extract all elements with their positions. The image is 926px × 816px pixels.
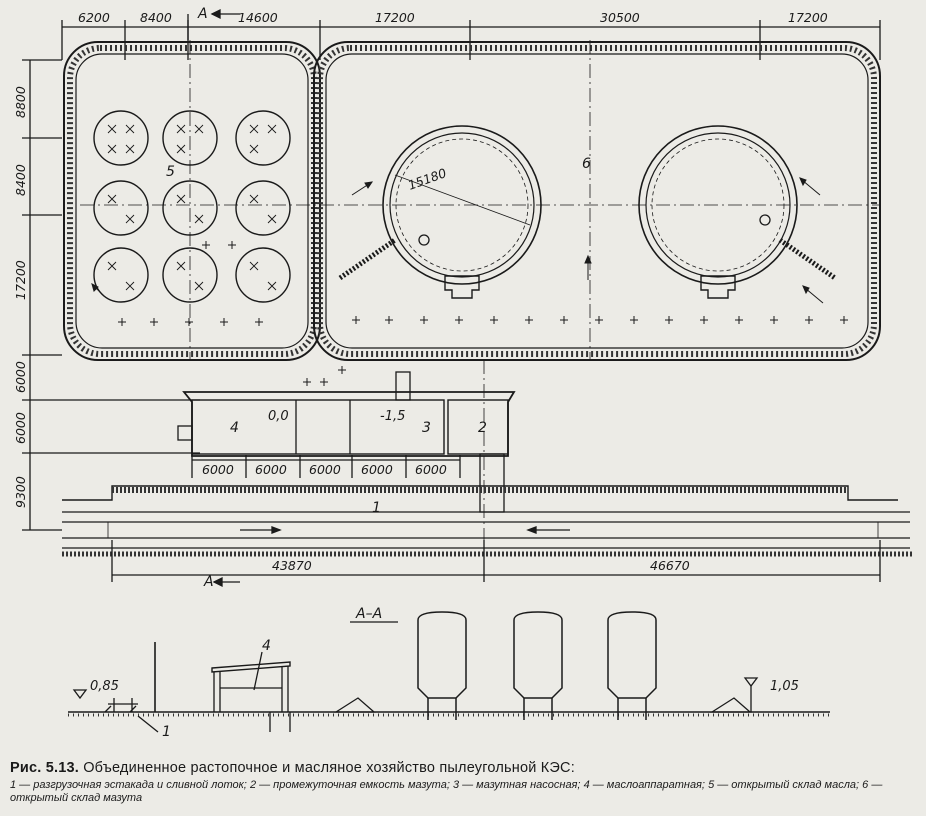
oil-tanks bbox=[93, 110, 291, 303]
elevation-right: 1,05 bbox=[770, 679, 799, 694]
legend-item-3: 3 — мазутная насосная; bbox=[452, 779, 581, 791]
mazut-store-enclosure bbox=[313, 41, 881, 361]
building-dim-2: 6000 bbox=[255, 462, 287, 477]
label-mazut-store: 6 bbox=[582, 156, 591, 172]
building-elevation-2: -1,5 bbox=[380, 409, 405, 424]
section-left-equipment bbox=[104, 642, 156, 713]
mazut-tank-left bbox=[338, 125, 542, 299]
section-label-trestle: 1 bbox=[162, 724, 171, 740]
elevation-left: 0,85 bbox=[90, 679, 119, 694]
unloading-trestle bbox=[62, 485, 912, 557]
caption-legend: 1 — разгрузочная эстакада и сливной лото… bbox=[10, 779, 922, 805]
left-dim-2: 8400 bbox=[13, 164, 28, 196]
bottom-dimension-chain bbox=[111, 540, 881, 582]
building-dimension-chain bbox=[191, 455, 461, 478]
legend-item-2: 2 — промежуточная емкость мазута; bbox=[249, 779, 450, 791]
section-bund-right bbox=[709, 697, 752, 713]
cross-markers bbox=[118, 241, 848, 386]
left-dim-3: 17200 bbox=[13, 260, 28, 300]
caption-title: Объединенное растопочное и масляное хозя… bbox=[83, 760, 575, 776]
top-dim-4: 17200 bbox=[375, 10, 415, 25]
top-dim-3: 14600 bbox=[238, 10, 278, 25]
section-tanks bbox=[417, 611, 657, 720]
bottom-dim-2: 46670 bbox=[650, 558, 690, 573]
legend-item-6: 6 — открытый склад мазута bbox=[10, 779, 883, 804]
figure-caption: Рис. 5.13. Объединенное растопочное и ма… bbox=[10, 760, 922, 805]
building-dim-3: 6000 bbox=[309, 462, 341, 477]
caption-title-row: Рис. 5.13. Объединенное растопочное и ма… bbox=[10, 760, 922, 776]
left-dim-1: 8800 bbox=[13, 86, 28, 118]
section-title: А–А bbox=[355, 606, 382, 622]
top-dim-2: 8400 bbox=[140, 10, 172, 25]
bottom-dim-1: 43870 bbox=[272, 558, 312, 573]
label-intermediate-tank: 2 bbox=[478, 420, 487, 436]
label-oil-apparatus: 4 bbox=[230, 420, 239, 436]
section-bund-left bbox=[333, 697, 376, 713]
building-dim-4: 6000 bbox=[361, 462, 393, 477]
top-dim-1: 6200 bbox=[78, 10, 110, 25]
building-dim-1: 6000 bbox=[202, 462, 234, 477]
building-elevation-1: 0,0 bbox=[268, 409, 289, 424]
tank-radius-label: 15180 bbox=[406, 165, 449, 193]
section-mark-bottom: A bbox=[203, 574, 214, 590]
flow-arrows bbox=[91, 177, 824, 304]
building-dim-5: 6000 bbox=[415, 462, 447, 477]
mazut-tank-right bbox=[638, 125, 837, 299]
section-mark-top: A bbox=[197, 6, 208, 22]
left-dim-6: 9300 bbox=[13, 476, 28, 508]
section-label-building: 4 bbox=[262, 638, 271, 654]
label-fuel-pump: 3 bbox=[422, 420, 431, 436]
top-dimension-chain bbox=[61, 20, 881, 60]
legend-item-4: 4 — маслоаппаратная; bbox=[583, 779, 705, 791]
oil-store-enclosure bbox=[63, 41, 321, 361]
left-dim-5: 6000 bbox=[13, 412, 28, 444]
caption-figure-number: Рис. 5.13. bbox=[10, 760, 79, 776]
top-dim-6: 17200 bbox=[788, 10, 828, 25]
top-dim-5: 30500 bbox=[600, 10, 640, 25]
label-trestle: 1 bbox=[372, 500, 381, 516]
section-building bbox=[211, 661, 291, 732]
label-oil-store: 5 bbox=[166, 164, 175, 180]
left-dim-4: 6000 bbox=[13, 361, 28, 393]
section-ground bbox=[68, 711, 830, 717]
legend-item-5: 5 — открытый склад масла; bbox=[708, 779, 860, 791]
left-dimension-chain bbox=[22, 59, 200, 531]
axis-lines bbox=[80, 40, 880, 580]
legend-item-1: 1 — разгрузочная эстакада и сливной лото… bbox=[10, 779, 247, 791]
